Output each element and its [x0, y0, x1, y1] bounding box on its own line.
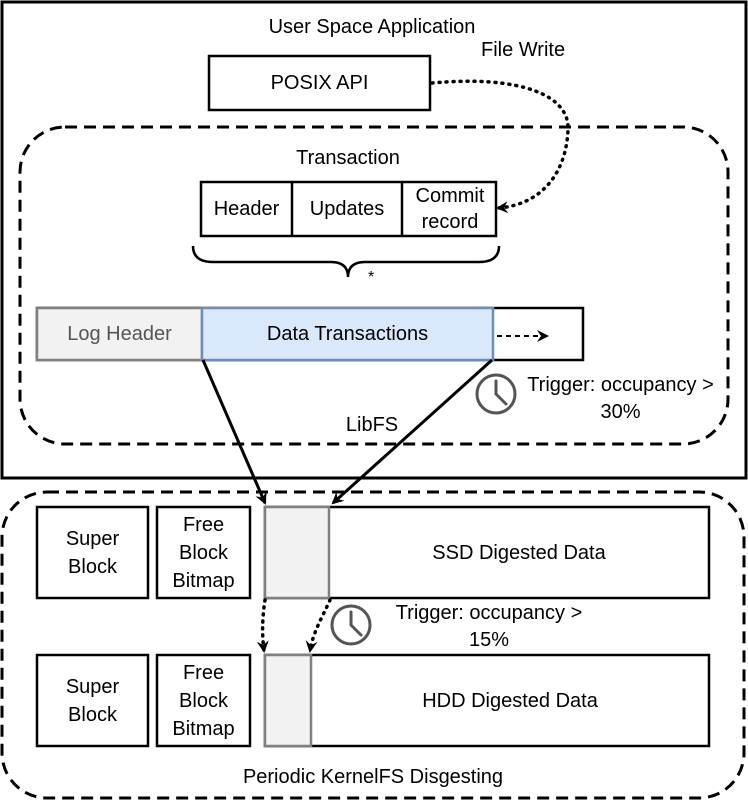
ssd-super-block-box — [35, 505, 150, 600]
hdd-free-block-bitmap-box — [155, 653, 252, 748]
hdd-super-block-box — [35, 653, 150, 748]
ssd-digested-label: SSD Digested Data — [432, 541, 606, 564]
ssd-digested-box — [263, 505, 711, 600]
hdd-staging-cell — [263, 653, 313, 748]
data-transactions-cell — [200, 306, 495, 362]
hdd-digested-box — [263, 653, 711, 748]
transaction-header-field: Header — [213, 198, 280, 220]
transaction-record-box — [199, 180, 498, 238]
log-header-label: Log Header — [67, 323, 172, 345]
file-write-label: File Write — [481, 39, 566, 61]
ssd-super-block-label: Super Block — [65, 527, 120, 578]
clock-icon — [330, 604, 372, 646]
transaction-updates-field: Updates — [309, 198, 385, 220]
posix-api-label: POSIX API — [270, 72, 369, 94]
digest-arrow-right — [331, 358, 494, 505]
hdd-digested-label: HDD Digested Data — [422, 689, 598, 712]
kernelfs-trigger-label: Trigger: occupancy > 15% — [395, 602, 583, 651]
user-space-title: User Space Application — [268, 16, 476, 38]
clock-icon — [475, 373, 517, 415]
data-transactions-label: Data Transactions — [266, 323, 429, 345]
libfs-dashed-box — [18, 125, 730, 446]
kernelfs-label: Periodic KernelFS Disgesting — [242, 766, 504, 788]
hdd-free-block-bitmap-label: Free Block Bitmap — [172, 661, 235, 740]
transaction-commit-record-field: Commit record — [415, 185, 485, 233]
digest-arrow-left — [201, 359, 267, 505]
brace-star: * — [368, 269, 375, 286]
libfs-trigger-label: Trigger: occupancy > 30% — [527, 374, 714, 423]
hdd-super-block-label: Super Block — [65, 675, 120, 726]
ssd-staging-cell — [263, 505, 331, 600]
file-write-arrow — [430, 79, 570, 214]
posix-api-box — [207, 54, 432, 112]
libfs-label: LibFS — [345, 414, 399, 436]
user-space-box — [0, 0, 748, 480]
brace — [191, 245, 501, 278]
ssd-to-hdd-arrow-left — [256, 598, 269, 653]
transaction-title: Transaction — [296, 147, 400, 169]
ssd-free-block-bitmap-label: Free Block Bitmap — [172, 513, 235, 592]
ssd-free-block-bitmap-box — [155, 505, 252, 600]
kernelfs-dashed-box — [0, 490, 746, 800]
ssd-to-hdd-arrow-right — [305, 598, 332, 653]
